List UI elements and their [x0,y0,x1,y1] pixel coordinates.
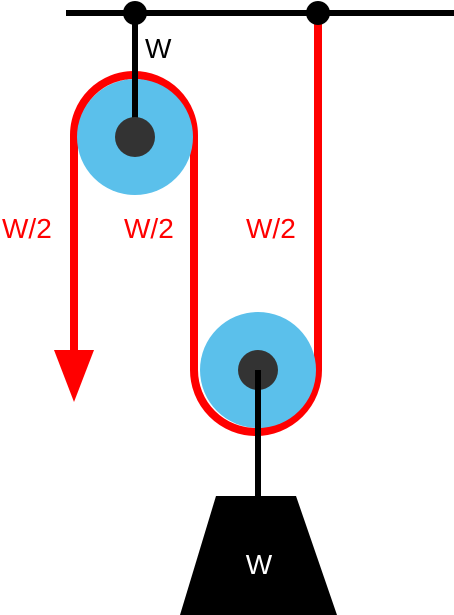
top-pulley-axle [115,117,155,157]
rope [70,13,322,436]
pull-arrow-icon [54,350,94,402]
right-rope-tension-label: W/2 [246,213,296,244]
left-rope-tension-label: W/2 [2,213,52,244]
weight-label: W [246,549,273,580]
middle-rope-tension-label: W/2 [124,213,174,244]
rope-anchor-point [306,1,330,25]
top-rope-tension-label: W [145,33,172,64]
top-pulley-pivot [123,1,147,25]
weight-block [180,496,337,615]
